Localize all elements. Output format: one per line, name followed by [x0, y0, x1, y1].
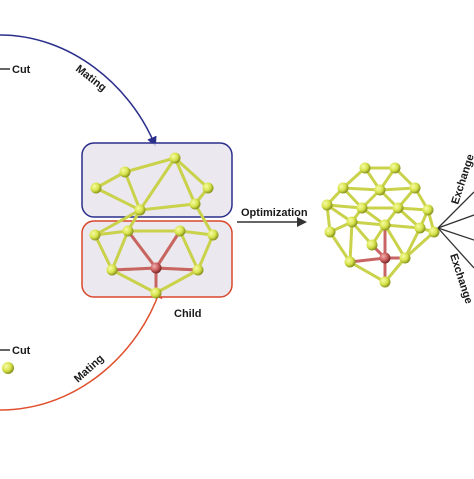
child-label: Child [174, 308, 202, 320]
exchange-branch-lines [437, 191, 474, 269]
mating-arrow-bottom [0, 288, 163, 411]
cut-label-bottom: Cut [12, 345, 31, 357]
mating-label-bottom: Mating [72, 353, 106, 386]
exchange-label-bottom: Exchange [447, 252, 474, 305]
upper-fragment-box [81, 142, 233, 218]
exchange-label-top: Exchange [449, 153, 474, 206]
mating-label-top: Mating [73, 63, 108, 94]
cut-label-top: Cut [12, 64, 31, 76]
optimized-cluster-red-bonds [348, 223, 407, 284]
child-cluster-red-bonds [110, 229, 200, 295]
optimization-label: Optimization [241, 207, 308, 219]
child-cluster-atoms [89, 152, 219, 299]
parent-atom-bottom [2, 362, 14, 374]
mating-arrow-top [0, 34, 157, 147]
optimized-cluster-atoms [321, 162, 440, 288]
